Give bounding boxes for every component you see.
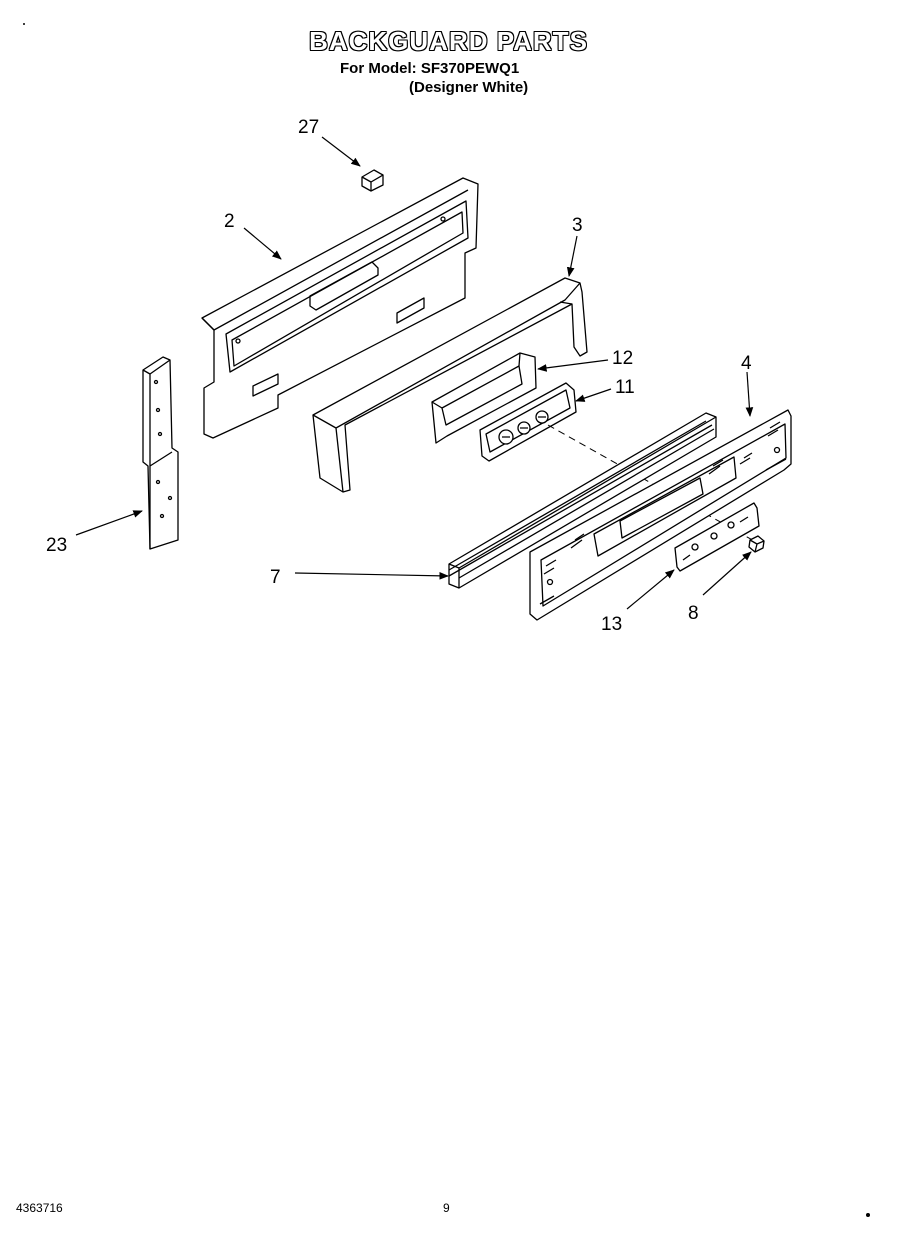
callout-4: 4 [741, 353, 752, 374]
callout-13: 13 [601, 614, 622, 635]
part-2-rear-panel [201, 177, 479, 439]
callout-2: 2 [224, 211, 235, 232]
page-number: 9 [443, 1201, 450, 1215]
part-23-side-bracket [142, 356, 179, 550]
part-7-trim [448, 412, 717, 589]
callout-8: 8 [688, 603, 699, 624]
model-line: For Model: SF370PEWQ1 [340, 60, 520, 77]
part-4-control-panel [529, 409, 792, 621]
callout-7: 7 [270, 567, 281, 588]
part-11-switch-housing [479, 382, 577, 462]
callout-12: 12 [612, 348, 633, 369]
part-27-clip [361, 169, 384, 192]
part-12-frame [431, 352, 537, 444]
part-8-knob [748, 535, 765, 553]
page-title: BACKGUARD PARTS [309, 26, 588, 56]
part-3-backguard-housing [312, 277, 588, 493]
callout-11: 11 [615, 377, 635, 398]
variant-line: (Designer White) [409, 79, 529, 96]
scan-speck [23, 23, 25, 25]
callout-3: 3 [572, 215, 583, 236]
part-13-control-overlay [674, 502, 760, 572]
doc-number: 4363716 [16, 1201, 63, 1215]
callout-27: 27 [298, 117, 319, 138]
callout-23: 23 [46, 535, 67, 556]
scan-speck [866, 1213, 870, 1217]
